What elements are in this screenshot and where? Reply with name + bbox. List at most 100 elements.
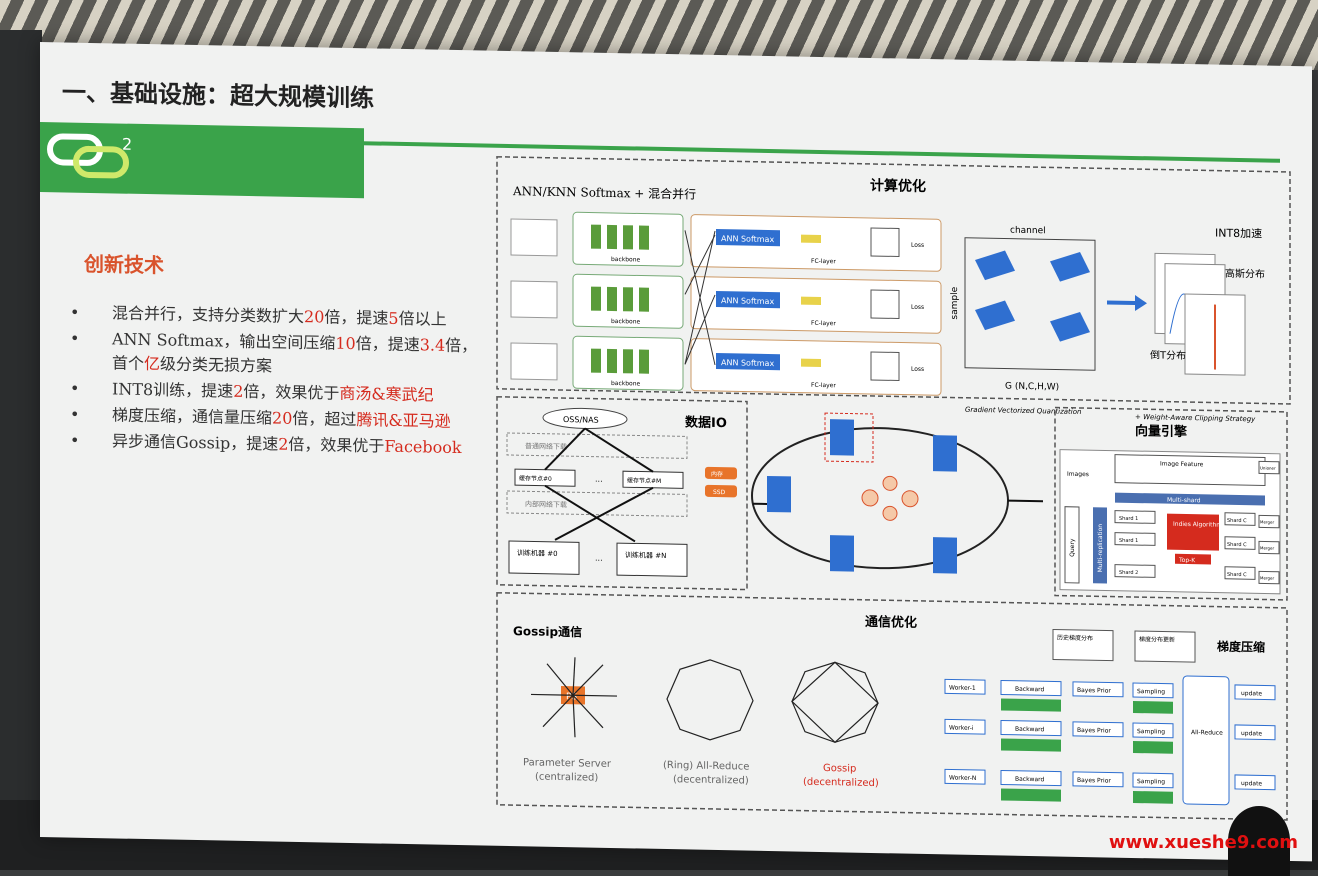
wall-pillar xyxy=(0,30,42,870)
svg-text:Merger: Merger xyxy=(1260,519,1274,524)
bullet-text: 异步通信Gossip，提速 xyxy=(112,431,279,454)
svg-text:Gossip通信: Gossip通信 xyxy=(513,623,582,639)
svg-text:Worker-N: Worker-N xyxy=(949,774,976,782)
svg-text:Merger: Merger xyxy=(1260,545,1274,550)
gossip-topology: Gossip (decentralized) xyxy=(791,661,879,789)
bullet-text: ANN Softmax，输出空间压缩 xyxy=(112,329,336,353)
svg-text:All-Reduce: All-Reduce xyxy=(1191,729,1223,737)
bullet-text: 级分类无损方案 xyxy=(160,354,273,376)
slide-title: 一、基础设施：超大规模训练 xyxy=(62,77,374,113)
svg-text:(decentralized): (decentralized) xyxy=(673,774,749,786)
svg-text:Image Feature: Image Feature xyxy=(1160,461,1204,469)
highlight-text: Facebook xyxy=(384,436,462,458)
bullet-item: ANN Softmax，输出空间压缩10倍，提速3.4倍，首个亿级分类无损方案 xyxy=(68,327,478,383)
parameter-server-topology: PS Parameter Server (centralized) xyxy=(523,657,617,784)
bullet-text: 梯度压缩，通信量压缩 xyxy=(112,405,273,428)
svg-text:Indies Algorithm: Indies Algorithm xyxy=(1173,521,1222,529)
svg-text:ANN Softmax: ANN Softmax xyxy=(721,358,774,368)
highlight-text: 3.4 xyxy=(419,335,446,355)
svg-text:+ Weight-Aware Clipping Strate: + Weight-Aware Clipping Strategy xyxy=(1135,413,1256,423)
svg-text:(decentralized): (decentralized) xyxy=(803,777,879,789)
svg-text:update: update xyxy=(1241,730,1262,737)
svg-text:梯度分布更新: 梯度分布更新 xyxy=(1139,635,1175,644)
presentation-slide: 一、基础设施：超大规模训练 2 创新技术 混合并行，支持分类数扩大20倍，提速5… xyxy=(40,42,1312,862)
bullet-text: 混合并行，支持分类数扩大 xyxy=(112,303,305,327)
bullet-text: 倍，效果优于 xyxy=(243,381,340,403)
svg-text:Sampling: Sampling xyxy=(1137,688,1165,696)
svg-text:高斯分布: 高斯分布 xyxy=(1225,267,1265,281)
svg-text:ANN Softmax: ANN Softmax xyxy=(721,234,774,244)
svg-text:普通网络下载: 普通网络下载 xyxy=(525,441,567,451)
svg-text:OSS/NAS: OSS/NAS xyxy=(563,415,599,425)
svg-text:sample: sample xyxy=(950,286,960,319)
svg-text:...: ... xyxy=(595,554,603,563)
vector-engine-box xyxy=(1054,406,1288,601)
bullet-text: 倍，效果优于 xyxy=(288,434,385,456)
bullet-text: INT8训练，提速 xyxy=(112,379,234,401)
svg-text:backbone: backbone xyxy=(611,256,641,264)
highlight-text: 10 xyxy=(335,333,356,354)
svg-text:SSD: SSD xyxy=(713,489,726,496)
svg-text:内部网络下载: 内部网络下载 xyxy=(525,499,567,509)
int8-title: INT8加速 xyxy=(1215,227,1262,241)
ring-allreduce-topology: (Ring) All-Reduce (decentralized) xyxy=(663,659,754,787)
svg-text:向量引擎: 向量引擎 xyxy=(1135,423,1187,440)
svg-text:Backward: Backward xyxy=(1015,686,1045,694)
dataio-box xyxy=(496,396,748,591)
highlight-text: 5 xyxy=(388,308,399,328)
svg-text:Parameter Server: Parameter Server xyxy=(523,757,612,770)
logo-number: 2 xyxy=(122,135,132,154)
highlight-text: 20 xyxy=(304,307,325,327)
svg-text:Query: Query xyxy=(1069,538,1076,557)
svg-text:Bayes Prior: Bayes Prior xyxy=(1077,687,1111,695)
svg-text:Worker-1: Worker-1 xyxy=(949,684,976,692)
svg-text:Backward: Backward xyxy=(1015,726,1045,734)
compute-box xyxy=(496,156,1291,405)
svg-text:Loss: Loss xyxy=(911,366,924,373)
svg-text:FC-layer: FC-layer xyxy=(811,320,836,327)
bullet-list: 混合并行，支持分类数扩大20倍，提速5倍以上ANN Softmax，输出空间压缩… xyxy=(68,301,478,463)
comm-box xyxy=(496,592,1288,821)
svg-text:训练机器 #N: 训练机器 #N xyxy=(625,550,666,560)
svg-text:update: update xyxy=(1241,690,1262,697)
svg-text:Sampling: Sampling xyxy=(1137,728,1165,736)
tensor-frame xyxy=(964,237,1096,371)
svg-text:Bayes Prior: Bayes Prior xyxy=(1077,727,1111,735)
svg-text:update: update xyxy=(1241,780,1262,787)
svg-text:Shard 1: Shard 1 xyxy=(1119,516,1138,522)
svg-text:通信优化: 通信优化 xyxy=(865,614,917,631)
svg-text:Gradient Vectorized Quantizati: Gradient Vectorized Quantization xyxy=(965,406,1081,416)
svg-text:Multi-replication: Multi-replication xyxy=(1097,524,1104,573)
svg-text:倒T分布: 倒T分布 xyxy=(1150,349,1186,362)
svg-text:Multi-shard: Multi-shard xyxy=(1167,497,1201,505)
svg-text:(Ring) All-Reduce: (Ring) All-Reduce xyxy=(663,760,749,773)
svg-text:Shard C: Shard C xyxy=(1227,518,1247,524)
svg-text:梯度压缩: 梯度压缩 xyxy=(1217,639,1265,655)
highlight-text: 2 xyxy=(278,434,289,454)
svg-text:Shard 1: Shard 1 xyxy=(1119,538,1138,544)
audience-head xyxy=(1228,806,1290,876)
gpu-pipelines: backbone ANN Softmax Loss FC-layer backb… xyxy=(510,211,942,396)
watermark-text: www.xueshe9.com xyxy=(1108,832,1298,853)
svg-text:数据IO: 数据IO xyxy=(685,414,727,431)
svg-text:Loss: Loss xyxy=(911,304,924,311)
svg-text:backbone: backbone xyxy=(611,380,641,388)
svg-text:Gossip: Gossip xyxy=(823,763,856,775)
ann-title: ANN/KNN Softmax + 混合并行 xyxy=(512,183,696,202)
highlight-text: 腾讯&亚马逊 xyxy=(356,410,451,431)
svg-text:Images: Images xyxy=(1067,471,1089,478)
svg-text:FC-layer: FC-layer xyxy=(811,382,836,389)
svg-text:ANN Softmax: ANN Softmax xyxy=(721,296,774,306)
bullet-text: 倍，超过 xyxy=(292,408,357,430)
svg-text:Sampling: Sampling xyxy=(1137,778,1165,786)
compute-title: 计算优化 xyxy=(870,177,926,195)
svg-text:backbone: backbone xyxy=(611,318,641,326)
bullet-item: 异步通信Gossip，提速2倍，效果优于Facebook xyxy=(68,429,478,461)
section-heading: 创新技术 xyxy=(84,251,164,278)
svg-text:Shard C: Shard C xyxy=(1227,542,1247,548)
svg-text:G (N,C,H,W): G (N,C,H,W) xyxy=(1005,382,1059,393)
highlight-text: 2 xyxy=(233,381,244,401)
svg-text:(centralized): (centralized) xyxy=(535,772,598,784)
svg-text:缓存节点#M: 缓存节点#M xyxy=(627,476,661,485)
svg-text:历史梯度分布: 历史梯度分布 xyxy=(1057,634,1093,643)
